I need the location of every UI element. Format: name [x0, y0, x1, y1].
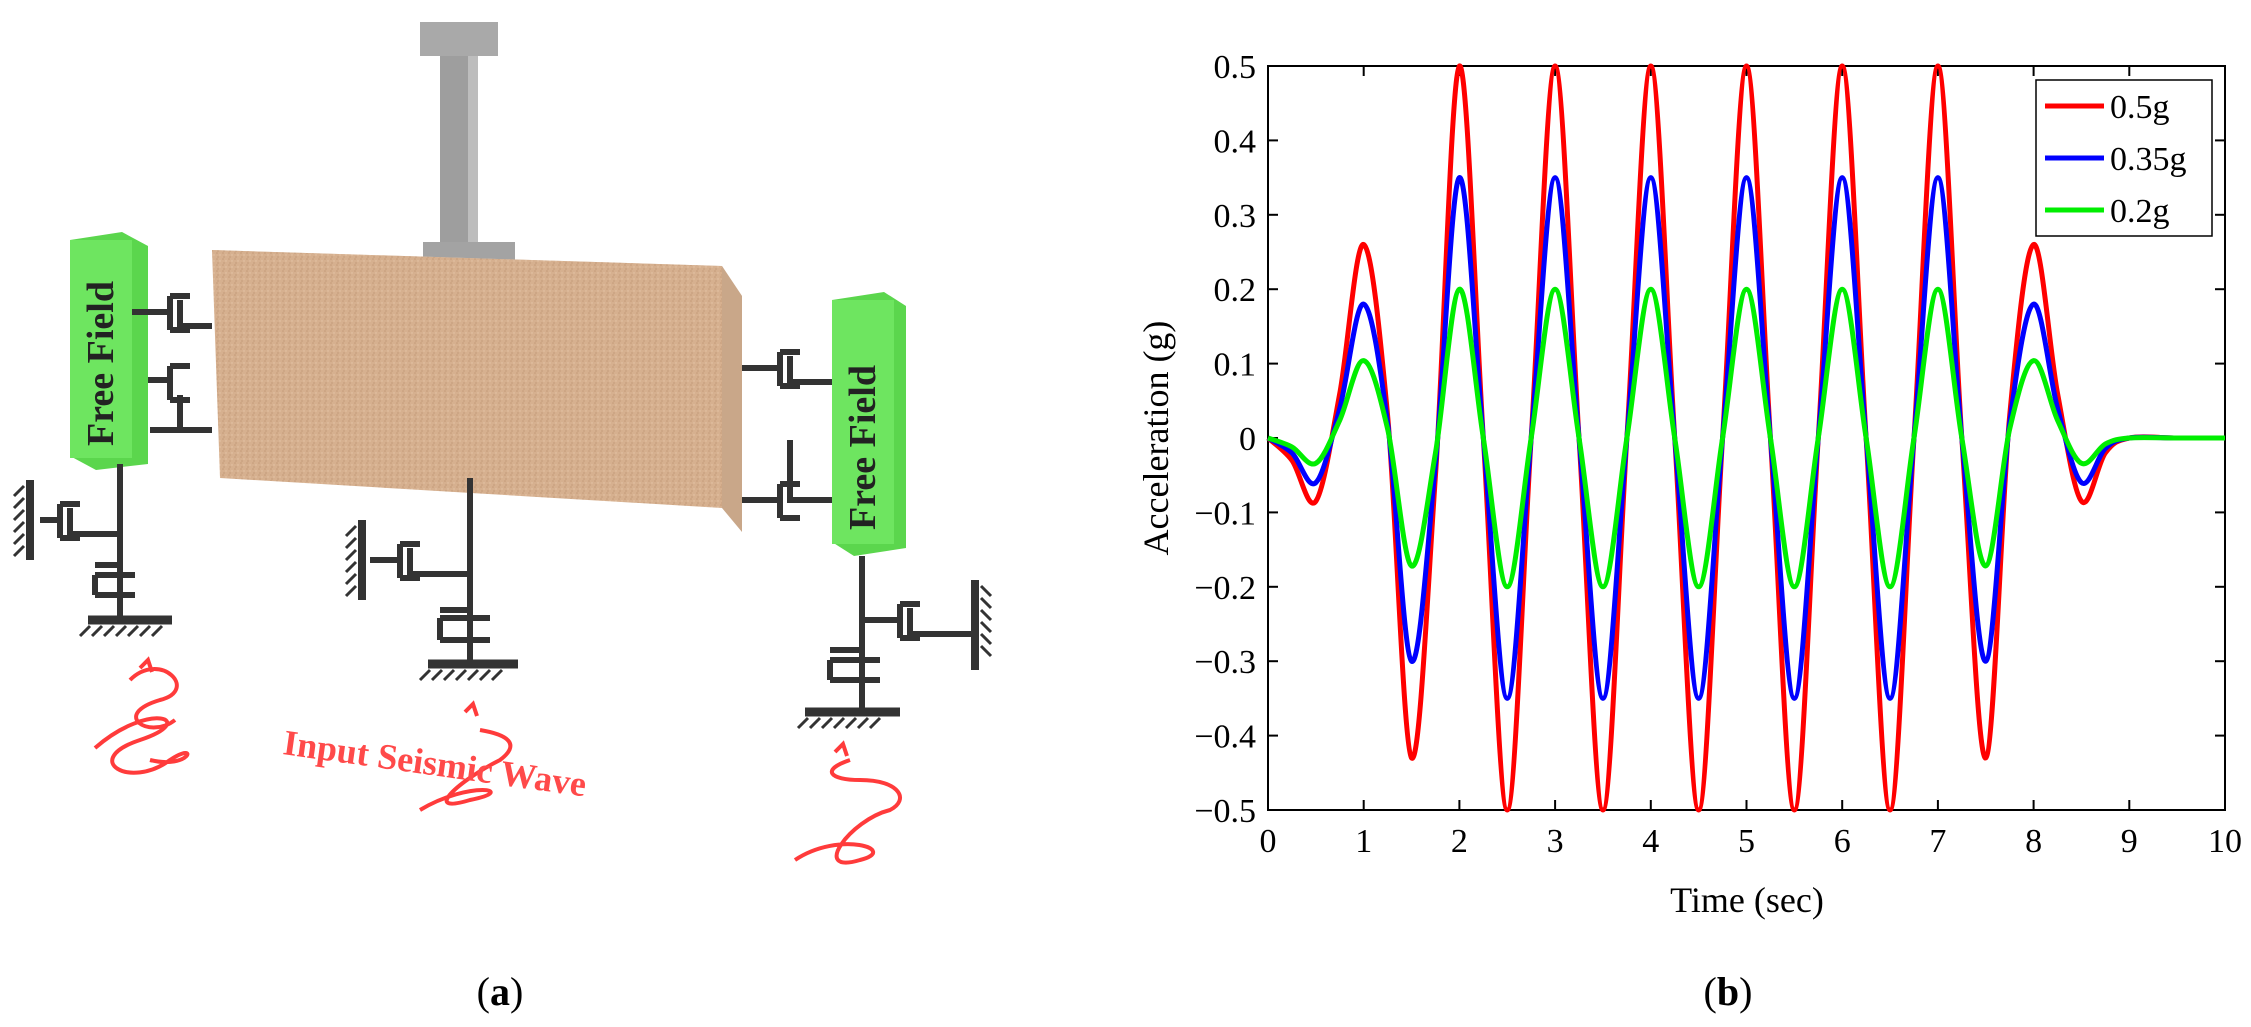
y-tick-label: 0: [1239, 421, 1256, 458]
y-tick-label: 0.2: [1214, 272, 1257, 309]
panel-a-caption: (a): [477, 969, 524, 1014]
input-seismic-wave-label: Input Seismic Wave: [281, 722, 589, 804]
free-field-right-label: Free Field: [842, 365, 884, 530]
y-tick-label: −0.1: [1194, 495, 1256, 532]
series-lines: [1266, 63, 2225, 813]
y-tick-label: −0.4: [1194, 719, 1256, 756]
legend: 0.5g 0.35g 0.2g: [2035, 79, 2213, 237]
panel-b-caption: (b): [1704, 969, 1753, 1014]
y-axis-label: Acceleration (g): [1136, 321, 1176, 556]
x-tick-label: 9: [2121, 823, 2138, 860]
soil-block: [212, 250, 742, 532]
y-tick-label: 0.3: [1214, 198, 1257, 235]
x-tick-label: 4: [1642, 823, 1659, 860]
y-tick-label: 0.4: [1214, 123, 1257, 160]
free-field-left-label: Free Field: [80, 281, 122, 446]
x-tick-label: 5: [1738, 823, 1755, 860]
series-line-0-5g: [1266, 63, 2225, 813]
x-axis-label: Time (sec): [1670, 880, 1824, 920]
axis-ticks: 0 1 2 3 4 5 6 7 8 9 10 0.5 0.4 0.3 0.2 0.1 0 −0.1 −0.2 −0.3…: [1194, 49, 2242, 860]
y-tick-label: −0.5: [1194, 793, 1256, 830]
seismic-waves: [93, 656, 902, 865]
x-tick-label: 7: [1929, 823, 1946, 860]
x-tick-label: 6: [1834, 823, 1851, 860]
y-tick-label: 0.1: [1214, 347, 1257, 384]
seismic-wave-middle: [418, 728, 513, 812]
damper-connections: [26, 293, 979, 717]
ground-hatches: [12, 484, 993, 730]
x-tick-label: 1: [1355, 823, 1372, 860]
series-line-0-35g: [1266, 175, 2225, 701]
y-tick-label: −0.2: [1194, 570, 1256, 607]
x-tick-label: 0: [1260, 823, 1277, 860]
legend-label-0-5g: 0.5g: [2110, 89, 2170, 126]
series-line-0-2g: [1267, 286, 2225, 590]
free-field-left: Free Field: [70, 232, 148, 470]
panel-a-diagram: Free Field Free Field: [12, 22, 993, 1014]
seismic-wave-left: [93, 716, 190, 775]
x-tick-label: 2: [1451, 823, 1468, 860]
seismic-wave-right: [793, 758, 902, 865]
x-tick-label: 8: [2025, 823, 2042, 860]
structure-column: [420, 22, 515, 272]
legend-label-0-35g: 0.35g: [2110, 141, 2187, 178]
panel-b-chart: 0 1 2 3 4 5 6 7 8 9 10 0.5 0.4 0.3 0.2 0.1 0 −0.1 −0.2 −0.3…: [1136, 49, 2242, 1014]
legend-label-0-2g: 0.2g: [2110, 193, 2170, 230]
free-field-right: Free Field: [832, 292, 906, 556]
y-tick-label: 0.5: [1214, 49, 1257, 86]
x-tick-label: 3: [1547, 823, 1564, 860]
y-tick-label: −0.3: [1194, 644, 1256, 681]
x-tick-label: 10: [2208, 823, 2242, 860]
